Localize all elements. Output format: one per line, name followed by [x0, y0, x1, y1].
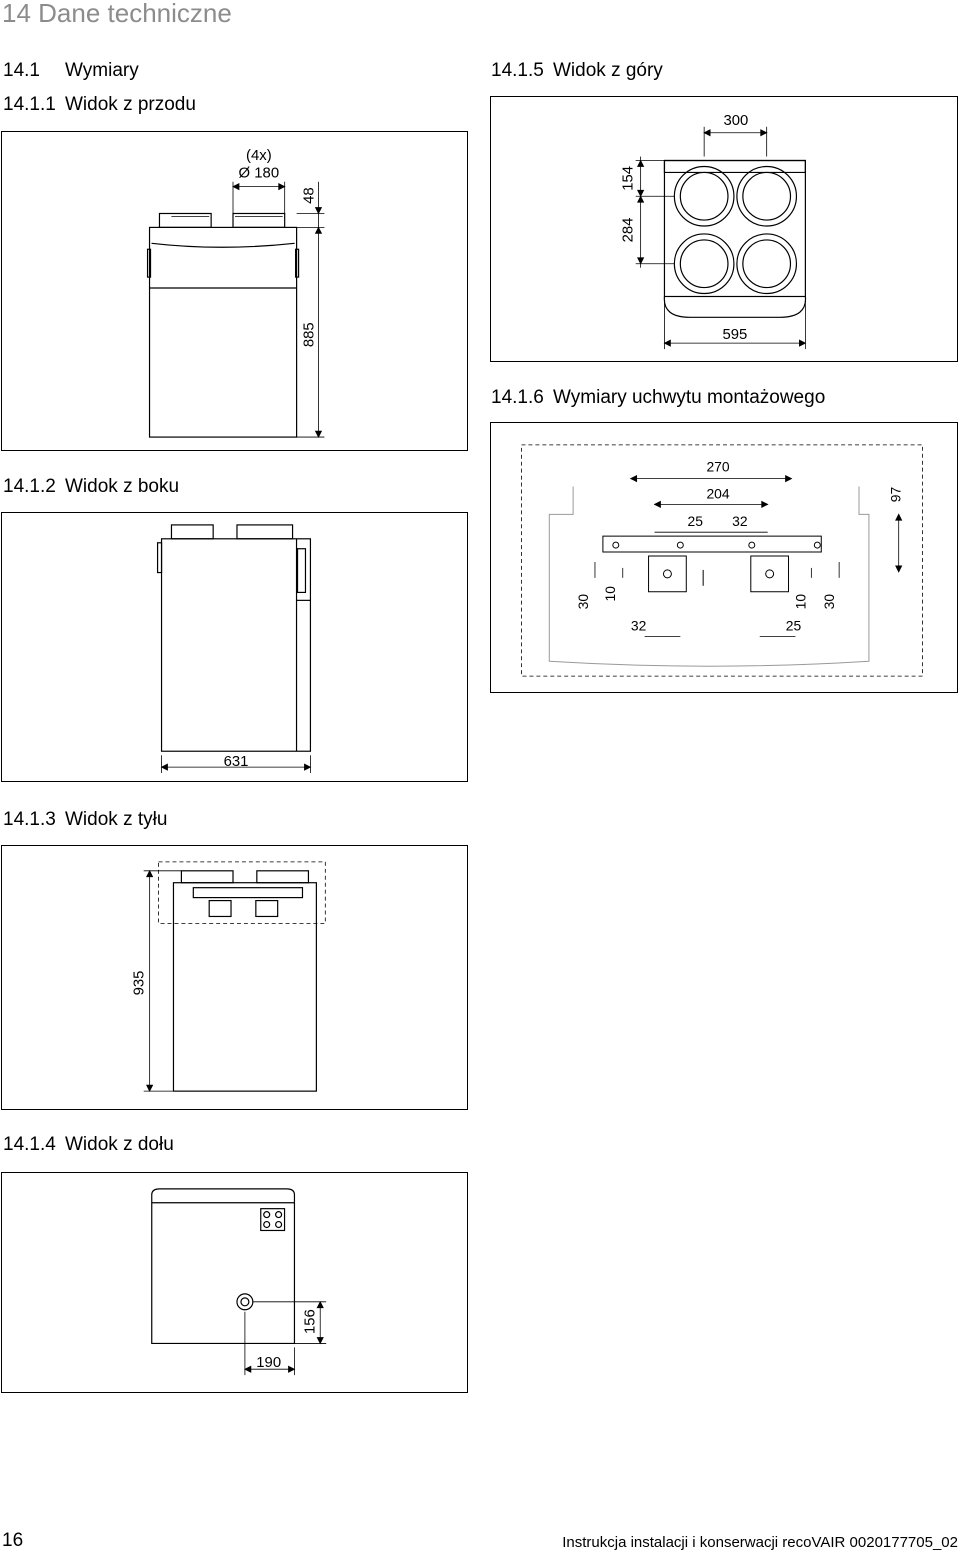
front-view-drawing: (4x) Ø 180 48 885 [146, 148, 325, 438]
dim-top-48: 48 [302, 187, 318, 204]
chapter-title: 14 Dane techniczne [2, 0, 232, 29]
dim-190: 190 [256, 1355, 281, 1371]
front-view-figure: (4x) Ø 180 48 885 [1, 131, 468, 451]
back-view-figure: 935 [1, 845, 468, 1110]
label-diameter: Ø 180 [239, 166, 280, 182]
page-number: 16 [2, 1530, 24, 1551]
dim-10-left: 10 [602, 586, 618, 602]
document-title: Instrukcja instalacji i konserwacji reco… [562, 1534, 958, 1551]
dim-front-154: 154 [621, 166, 637, 191]
top-view-drawing: 300 154 284 595 [621, 113, 807, 350]
dim-156: 156 [302, 1309, 318, 1334]
dim-32-bottom: 32 [631, 617, 647, 633]
dim-25-top: 25 [687, 513, 703, 529]
dim-spacing-300: 300 [723, 113, 748, 129]
dim-width-595: 595 [723, 327, 748, 343]
top-view-figure: 300 154 284 595 [490, 96, 958, 362]
dim-30-left: 30 [575, 594, 591, 610]
dim-97: 97 [888, 486, 904, 502]
dim-32-top: 32 [732, 513, 748, 529]
dim-height-885: 885 [302, 322, 318, 347]
dim-depth-631: 631 [224, 754, 249, 770]
dim-height-935: 935 [132, 971, 148, 996]
back-view-drawing: 935 [132, 861, 326, 1093]
dim-depth-284: 284 [621, 218, 637, 243]
dim-204: 204 [706, 485, 729, 501]
bracket-view-drawing: 270 204 25 32 97 30 10 32 25 10 30 [521, 444, 923, 677]
bracket-view-figure: 270 204 25 32 97 30 10 32 25 10 30 [490, 422, 958, 693]
dim-25-bottom: 25 [786, 617, 802, 633]
dim-30-right: 30 [821, 594, 837, 610]
dim-270: 270 [706, 459, 729, 475]
chapter-title-text: Dane techniczne [38, 0, 232, 28]
bottom-view-figure: 156 190 [1, 1172, 468, 1393]
bottom-view-drawing: 156 190 [151, 1188, 327, 1376]
label-count: (4x) [246, 148, 272, 164]
chapter-number: 14 [2, 0, 31, 28]
dim-10-right: 10 [792, 594, 808, 610]
side-view-drawing: 631 [156, 524, 312, 774]
side-view-figure: 631 [1, 512, 468, 782]
